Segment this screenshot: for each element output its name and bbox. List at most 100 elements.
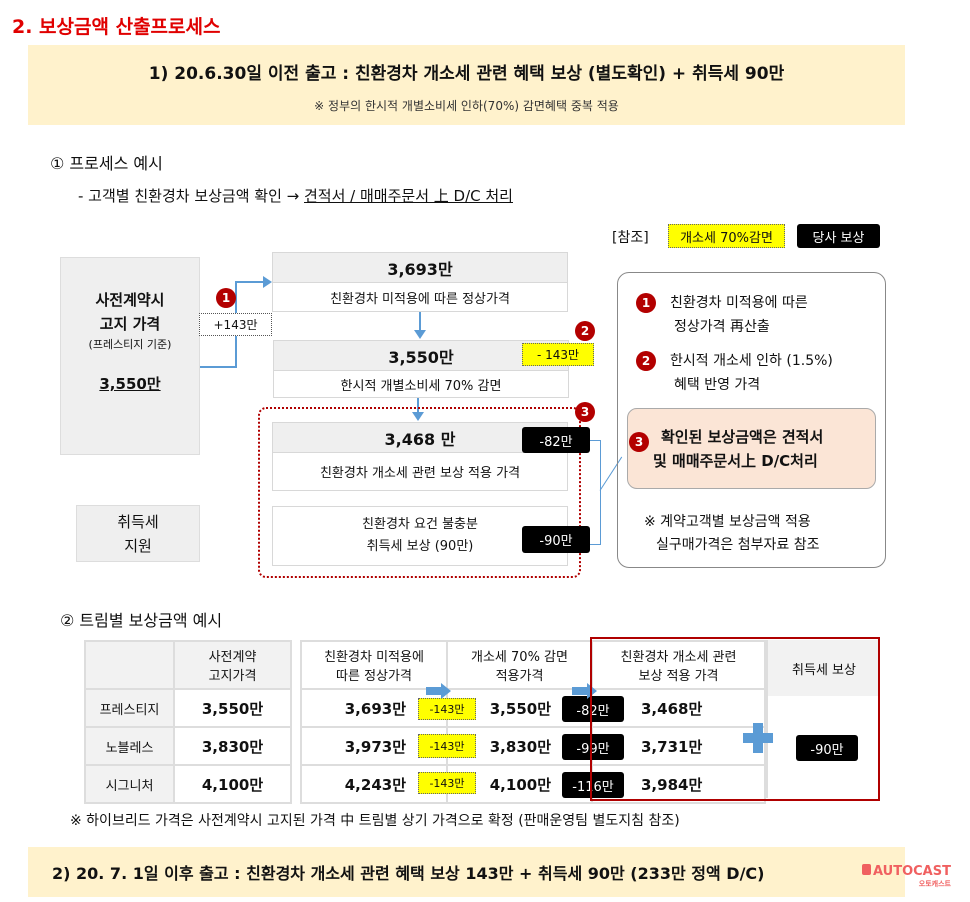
minus-143-tag: - 143만 bbox=[522, 343, 594, 366]
minus-90-tag: -90만 bbox=[522, 526, 590, 553]
step1-desc: 친환경차 미적용에 따른 정상가격 bbox=[272, 282, 568, 312]
legend-black: 당사 보상 bbox=[797, 224, 880, 248]
corner-cell bbox=[84, 640, 175, 690]
comp-highlight-outline bbox=[590, 637, 880, 801]
step2-desc: 한시적 개별소비세 70% 감면 bbox=[273, 370, 569, 398]
label: 고지 가격 bbox=[99, 315, 161, 333]
arrow-right-icon bbox=[572, 687, 588, 695]
label: 개소세 70% 감면 bbox=[471, 650, 568, 665]
step3-price: 3,468 만 bbox=[272, 422, 568, 453]
label: 취득세 bbox=[117, 512, 159, 531]
normal-price: 3,973만 bbox=[300, 726, 448, 766]
label: 한시적 개소세 인하 (1.5%) bbox=[670, 353, 833, 369]
label: 고지가격 bbox=[208, 669, 257, 684]
compensation-group-outline bbox=[258, 407, 581, 578]
step1-price: 3,693만 bbox=[272, 252, 568, 283]
label: 친환경차 요건 불충분 bbox=[362, 517, 478, 532]
legend-label: [참조] bbox=[612, 230, 649, 246]
label: 혜택 반영 가격 bbox=[674, 377, 761, 393]
connector bbox=[419, 312, 421, 332]
label: 지원 bbox=[124, 536, 152, 555]
connector bbox=[200, 366, 237, 368]
tax-column: 취득세 보상 -90만 bbox=[766, 640, 880, 798]
trim-name: 시그니처 bbox=[84, 764, 175, 804]
tax-tag: -90만 bbox=[796, 735, 858, 761]
label: ※ 계약고객별 보상금액 적용 bbox=[644, 514, 811, 530]
label: 적용가격 bbox=[495, 669, 544, 684]
comp-tag: -82만 bbox=[562, 696, 624, 722]
hybrid-footnote: ※ 하이브리드 가격은 사전계약시 고지된 가격 中 트림별 상기 가격으로 확… bbox=[70, 813, 680, 829]
connector bbox=[417, 398, 419, 414]
minus-82-tag: -82만 bbox=[522, 427, 590, 453]
pre-price: 3,830만 bbox=[173, 726, 292, 766]
step4-desc: 친환경차 요건 불충분 취득세 보상 (90만) bbox=[272, 506, 568, 566]
header-tax: 취득세 보상 bbox=[768, 640, 880, 696]
desc-text: - 고객별 친환경차 보상금액 확인 → bbox=[78, 187, 304, 205]
label: 사전계약 bbox=[208, 650, 257, 665]
arrow-icon bbox=[263, 276, 272, 288]
price: 3,550만 bbox=[99, 375, 161, 393]
section-title: 2. 보상금액 산출프로세스 bbox=[12, 16, 221, 38]
banner-before-0630: 1) 20.6.30일 이전 출고 : 친환경차 개소세 관련 혜택 보상 (별… bbox=[28, 45, 905, 125]
connector bbox=[235, 281, 265, 283]
label: 실구매가격은 첨부자료 참조 bbox=[656, 537, 820, 553]
pre-price: 4,100만 bbox=[173, 764, 292, 804]
trim-heading: ② 트림별 보상금액 예시 bbox=[60, 611, 223, 630]
plus-icon bbox=[753, 723, 763, 753]
banner-heading: 1) 20.6.30일 이전 출고 : 친환경차 개소세 관련 혜택 보상 (별… bbox=[148, 64, 785, 84]
comp-tag: -99만 bbox=[562, 734, 624, 760]
process-description: - 고객별 친환경차 보상금액 확인 → 견적서 / 매매주문서 上 D/C 처… bbox=[78, 185, 513, 206]
watermark-sub: 오토캐스트 bbox=[918, 880, 951, 888]
legend-yellow: 개소세 70%감면 bbox=[668, 224, 785, 248]
plus-143-tag: +143만 bbox=[199, 313, 272, 336]
label: 친환경차 미적용에 bbox=[324, 650, 424, 665]
label: 친환경차 미적용에 따른 bbox=[670, 295, 808, 311]
pre-price: 3,550만 bbox=[173, 688, 292, 728]
note-2: 한시적 개소세 인하 (1.5%) 혜택 반영 가격 bbox=[670, 349, 833, 397]
arrow-right-icon bbox=[426, 687, 442, 695]
label: 취득세 보상 (90만) bbox=[366, 539, 474, 554]
badge-2: 2 bbox=[636, 351, 656, 371]
trim-name: 프레스티지 bbox=[84, 688, 175, 728]
process-heading: ① 프로세스 예시 bbox=[50, 154, 163, 173]
label: 따른 정상가격 bbox=[336, 669, 412, 684]
pre-contract-price-box: 사전계약시 고지 가격 (프레스티지 기준) 3,550만 bbox=[60, 257, 200, 455]
normal-price: 4,243만 bbox=[300, 764, 448, 804]
arrow-right-icon bbox=[441, 683, 451, 699]
label: (프레스티지 기준) bbox=[88, 338, 172, 351]
comp-tag: -116만 bbox=[562, 772, 624, 798]
step3-desc: 친환경차 개소세 관련 보상 적용 가격 bbox=[272, 452, 568, 491]
badge-1: 1 bbox=[216, 288, 236, 308]
autocast-watermark: AUTOCAST 오토캐스트 bbox=[862, 864, 951, 890]
banner-after-0701: 2) 20. 7. 1일 이후 출고 : 친환경차 개소세 관련 혜택 보상 1… bbox=[28, 847, 905, 897]
connector bbox=[590, 544, 601, 545]
badge-1: 1 bbox=[636, 293, 656, 313]
connector bbox=[590, 440, 601, 441]
label: 보상 적용 가격 bbox=[638, 669, 719, 684]
cut-tag: -143만 bbox=[418, 734, 476, 758]
label: 정상가격 再산출 bbox=[674, 319, 770, 335]
badge-3: 3 bbox=[575, 402, 595, 422]
badge-3: 3 bbox=[629, 432, 649, 452]
logo-icon bbox=[862, 864, 871, 875]
label: 확인된 보상금액은 견적서 bbox=[661, 428, 824, 446]
connector bbox=[600, 440, 601, 545]
badge-2: 2 bbox=[575, 321, 595, 341]
cut-tag: -143만 bbox=[418, 772, 476, 794]
label: 사전계약시 bbox=[95, 291, 165, 309]
arrow-down-icon bbox=[412, 412, 424, 421]
label: 친환경차 개소세 관련 bbox=[620, 650, 737, 665]
trim-name: 노블레스 bbox=[84, 726, 175, 766]
banner-text: 2) 20. 7. 1일 이후 출고 : 친환경차 개소세 관련 혜택 보상 1… bbox=[52, 864, 765, 883]
tax-support-box: 취득세 지원 bbox=[76, 505, 200, 562]
arrow-right-icon bbox=[587, 683, 597, 699]
